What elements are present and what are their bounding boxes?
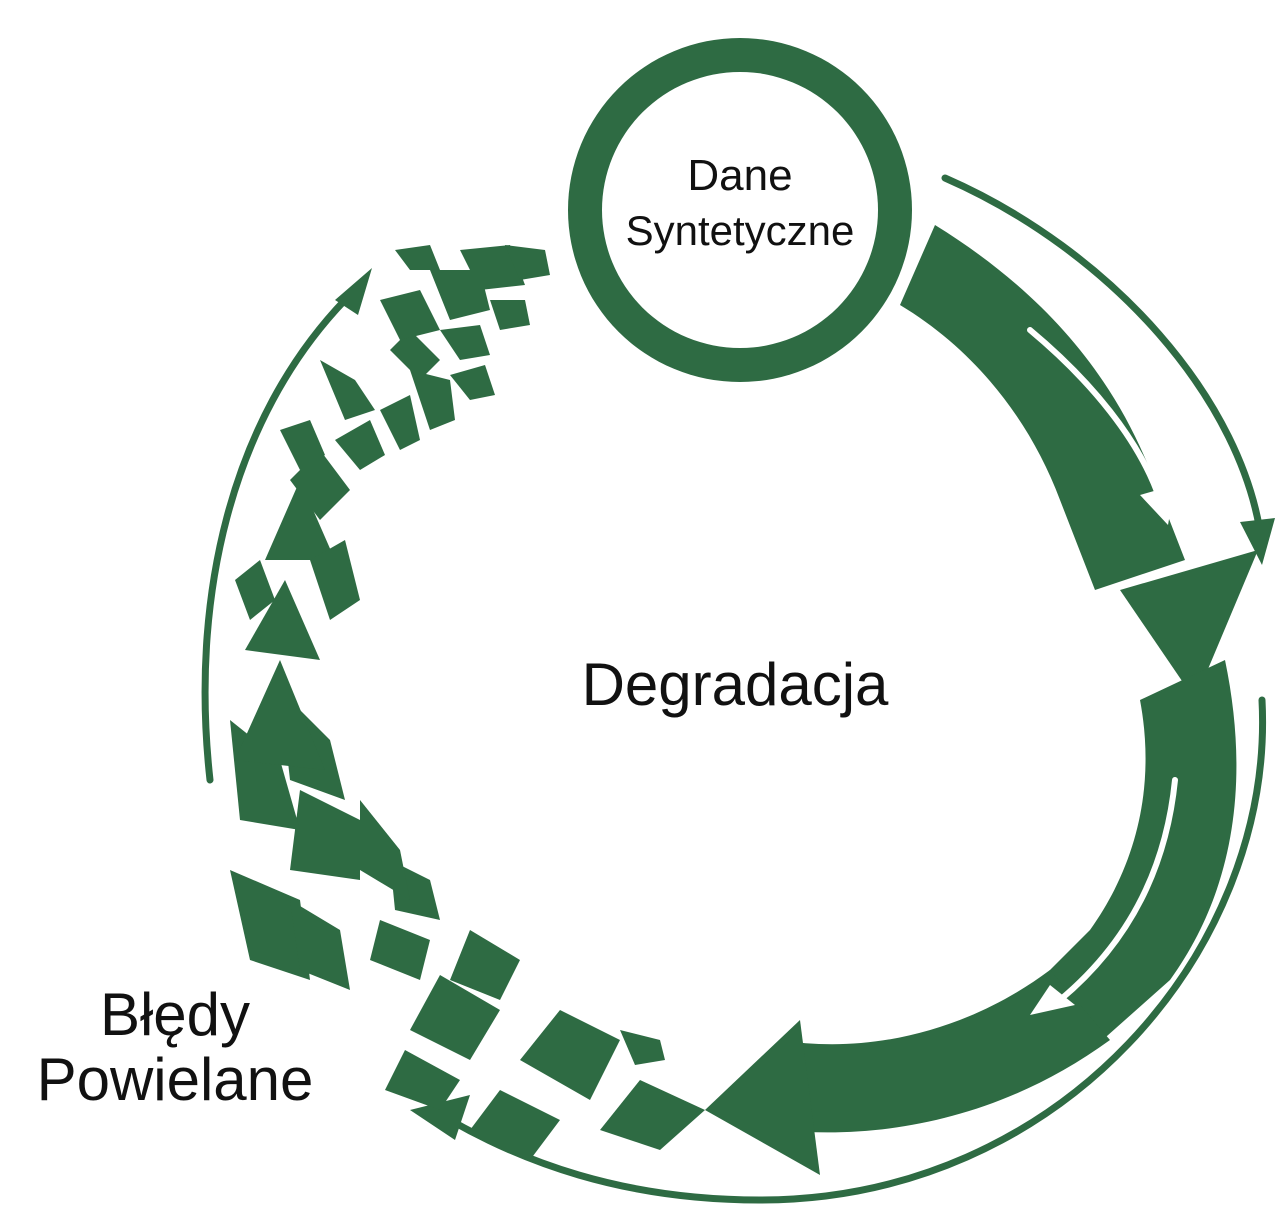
thick-arrowhead-2 bbox=[705, 1020, 820, 1175]
thick-arrowhead-1 bbox=[1120, 550, 1258, 700]
side-label-line2: Powielane bbox=[37, 1046, 314, 1113]
thick-arrow-segment-3 bbox=[780, 970, 1110, 1133]
thick-arrow-segment-1 bbox=[900, 225, 1185, 590]
fragmented-band bbox=[230, 245, 705, 1160]
inner-white-arrowhead-1 bbox=[1140, 485, 1175, 525]
top-node-label-line1: Dane bbox=[687, 151, 792, 200]
inner-white-arrow-1 bbox=[1027, 327, 1163, 503]
outer-thin-arrow-left bbox=[201, 296, 349, 784]
outer-thin-arrowhead-left bbox=[335, 268, 372, 315]
inner-white-arrow-2 bbox=[1057, 777, 1178, 1003]
outer-thin-arrow-bottom bbox=[446, 696, 1267, 1204]
inner-white-arrowhead-2 bbox=[1030, 985, 1075, 1015]
outer-thin-arrow-right bbox=[941, 174, 1266, 549]
center-label: Degradacja bbox=[582, 651, 889, 718]
side-label-line1: Błędy bbox=[100, 981, 250, 1048]
top-node-inner bbox=[602, 72, 878, 348]
outer-thin-arrowhead-right bbox=[1240, 518, 1275, 565]
outer-thin-arrowhead-bottom bbox=[410, 1095, 470, 1140]
top-node-label-line2: Syntetyczne bbox=[626, 207, 855, 254]
thick-arrow-segment-2 bbox=[1030, 660, 1237, 1060]
